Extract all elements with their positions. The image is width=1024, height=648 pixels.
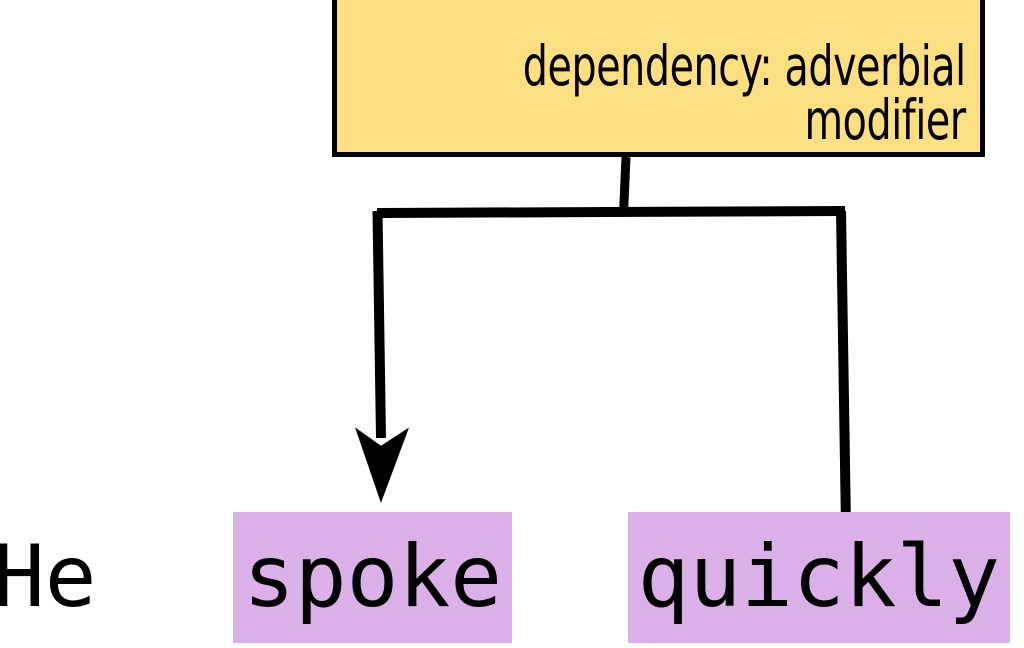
token-spoke[interactable]: spoke bbox=[233, 512, 513, 643]
token-gap-1 bbox=[148, 512, 181, 643]
connector-right-descender bbox=[836, 210, 851, 529]
sentence-row: He spoke quickly bbox=[0, 512, 1024, 648]
token-he[interactable]: He bbox=[0, 527, 97, 627]
arrowhead-icon bbox=[355, 427, 409, 503]
connector-stem bbox=[619, 156, 631, 215]
dependency-label-line-2: modifier bbox=[804, 88, 967, 153]
dependency-label-box: dependency: adverbial modifier bbox=[332, 0, 985, 157]
token-gap-2 bbox=[564, 512, 576, 643]
connector-left-descender bbox=[372, 210, 386, 439]
connector-horizontal-bar bbox=[376, 206, 846, 218]
token-quickly[interactable]: quickly bbox=[627, 512, 1011, 643]
dependency-label-line-1: dependency: adverbial bbox=[522, 34, 966, 99]
dependency-label-text: dependency: adverbial modifier bbox=[523, 39, 967, 153]
